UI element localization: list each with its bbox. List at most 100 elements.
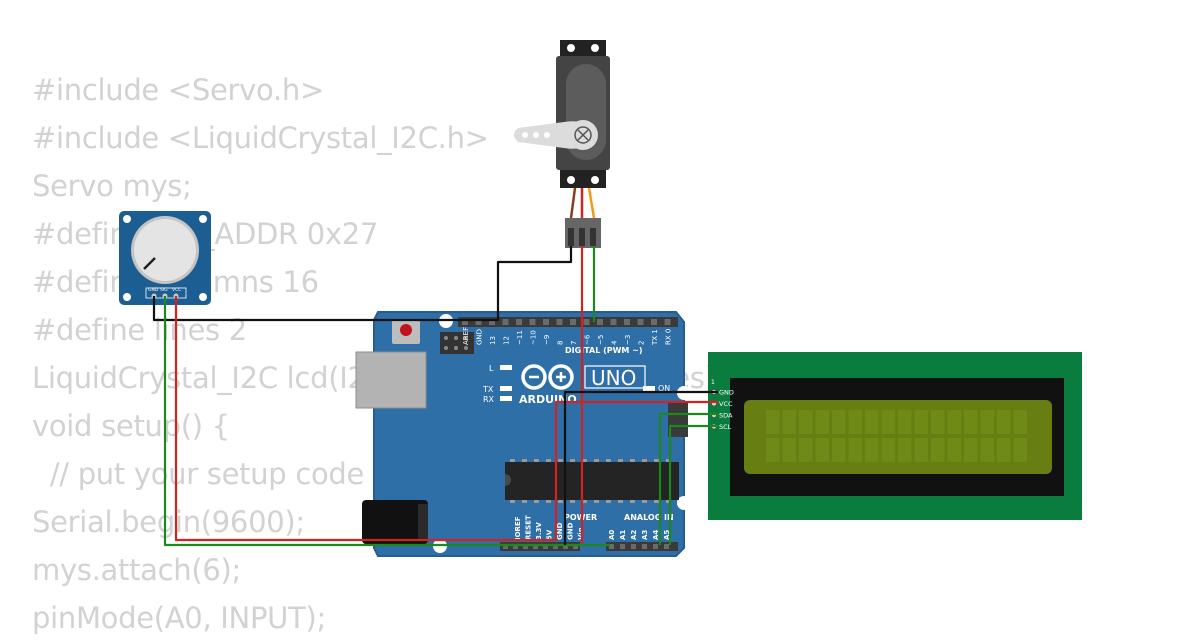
lcd-pin-label: VCC [719,400,733,408]
lcd-pin1-label: 1 [711,379,715,386]
digital-pin-label: ~6 [584,334,592,345]
digital-pin-label: ~5 [597,335,605,345]
code-line: void setup() { [32,409,230,443]
led-l-label: L [489,364,494,373]
code-line: #include <LiquidCrystal_I2C.h> [32,121,489,155]
header-pin[interactable] [533,544,538,549]
header-pin[interactable] [642,544,647,549]
pot-indicator [143,257,156,270]
analog-pin-label: A3 [641,530,649,540]
led-on [643,386,655,391]
wire-green-lcd-scl [668,424,718,545]
header-pin[interactable] [664,319,671,325]
digital-pin-label: TX 1 [651,329,659,346]
power-pin-label: 5V [546,529,554,540]
lcd-pin-label: SCL [719,423,732,431]
lcd-module[interactable]: 1 GND VCC SDA SCL [668,352,1082,520]
header-pin[interactable] [570,319,576,325]
pot-pin-label: SIG [160,287,168,293]
reset-button-cap[interactable] [400,324,412,336]
power-label: POWER [564,513,597,522]
header-pin[interactable] [503,544,508,549]
wire-green-pot-signal [163,296,610,547]
header-pin[interactable] [529,319,536,325]
header-pin[interactable] [620,544,625,549]
arduino-logo-icon [521,364,574,390]
header-pin[interactable] [475,319,482,325]
header-pin[interactable] [651,319,657,325]
header-pin[interactable] [631,544,636,549]
header-pin[interactable] [556,319,563,325]
digital-pin-label: 2 [638,341,646,345]
servo-screw-icon [574,126,592,144]
header-pin[interactable] [489,319,495,325]
power-header [500,542,580,551]
header-pin[interactable] [637,319,644,325]
header-pin[interactable] [597,319,603,325]
digital-pin-label: RX 0 [665,329,673,345]
digital-pin-label: ~10 [530,330,538,345]
code-line: pinMode(A0, INPUT); [32,601,326,635]
header-pin[interactable] [513,544,518,549]
led-tx-label: TX [482,385,494,394]
code-line: mys.attach(6); [32,553,241,587]
header-pin[interactable] [543,544,548,549]
board-model: UNO [591,366,636,390]
code-background: #include <Servo.h> #include <LiquidCrysta… [32,66,725,642]
mounting-hole [677,496,691,510]
pot-pin-label: VCC [172,287,181,293]
digital-pin-label: 7 [570,341,578,345]
analog-label: ANALOG IN [624,513,674,522]
analog-pin-label: A4 [652,530,660,540]
header-pin[interactable] [609,544,614,549]
servo-motor[interactable] [514,40,610,248]
digital-header [458,317,678,327]
wire-red-pot-vcc [174,296,718,542]
power-pin-label: RESET [525,515,533,540]
code-line: Serial.begin(9600); [32,505,305,539]
header-pin[interactable] [624,319,630,325]
power-pin-label: GND [556,522,564,540]
servo-horn[interactable] [514,121,588,149]
header-pin[interactable] [610,319,617,325]
power-pin-label: GND [567,522,575,540]
lcd-pin-label: SDA [719,412,733,420]
digital-pin-label: ~3 [624,335,632,345]
header-pin[interactable] [502,319,509,325]
header-pin[interactable] [653,544,658,549]
digital-pin-label: GND [476,329,484,345]
header-pin[interactable] [664,544,669,549]
lcd-i2c-header [668,403,688,437]
header-pin[interactable] [573,544,578,549]
code-line: #include <Servo.h> [32,73,324,107]
led-rx-label: RX [483,395,495,404]
header-pin[interactable] [563,544,568,549]
header-pin[interactable] [523,544,528,549]
header-pin[interactable] [516,319,522,325]
digital-pin-label: 13 [489,336,497,345]
code-line: Servo mys; [32,169,192,203]
digital-pin-label: ~11 [516,330,524,345]
digital-pin-label: 4 [611,340,619,345]
power-jack [362,500,428,544]
header-pin[interactable] [462,319,468,325]
analog-pin-label: A2 [630,530,638,540]
analog-pin-label: A0 [608,530,616,540]
power-pin-label: 3.3V [535,522,543,540]
analog-pin-label: A1 [619,530,627,540]
header-pin[interactable] [583,319,590,325]
header-pin[interactable] [553,544,558,549]
power-pin-label: IOREF [514,516,522,540]
usb-port [355,351,427,409]
uno-badge [584,365,646,389]
digital-pin-label: AREF [462,327,470,345]
digital-pin-label: 8 [557,341,565,345]
header-pin[interactable] [543,319,549,325]
led-rx [500,396,512,401]
analog-pin-label: A5 [663,530,671,540]
wire-black-pot-gnd [152,246,573,322]
lcd-pin-label: GND [719,389,734,397]
